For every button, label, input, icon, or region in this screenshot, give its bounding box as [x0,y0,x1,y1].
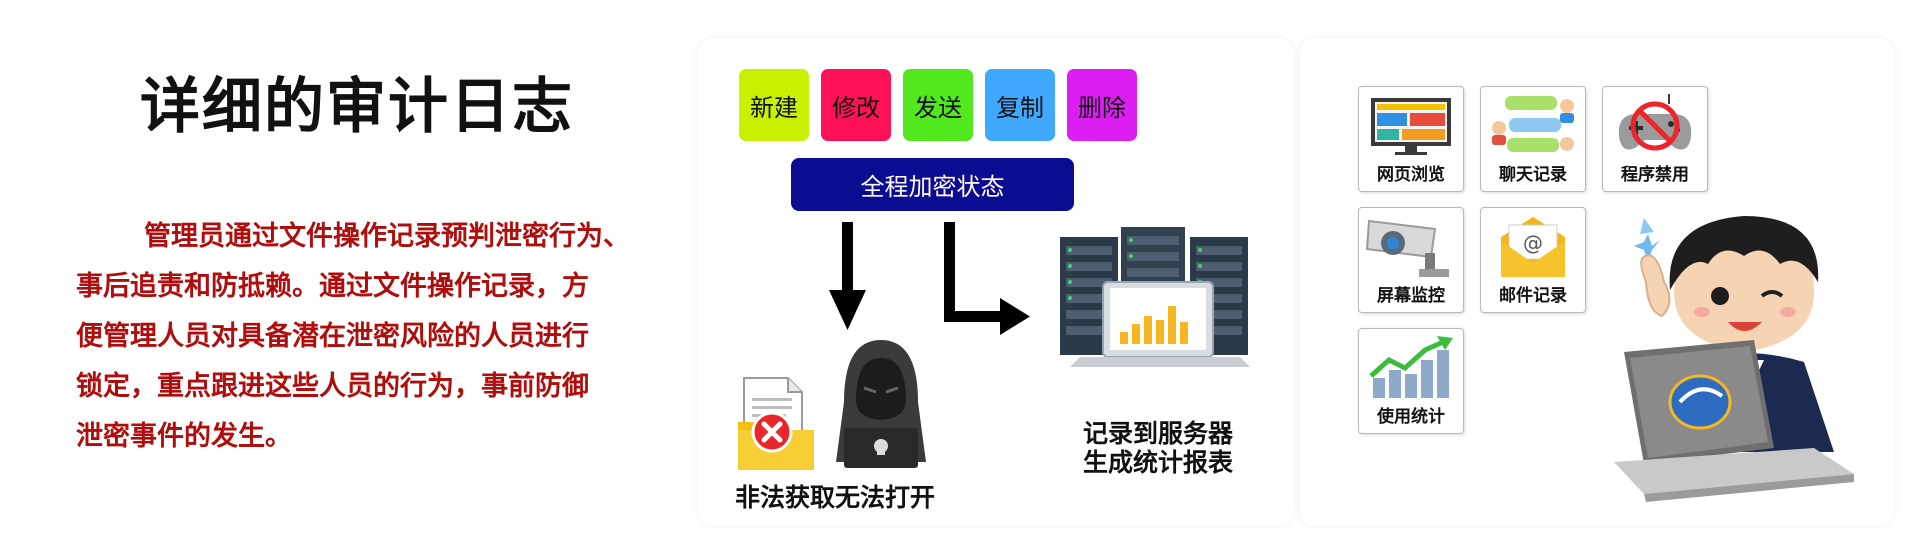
description-line: 泄密事件的发生。 [76,421,292,452]
report-chart-bars [1120,306,1188,344]
feature-label: 使用统计 [1377,407,1445,427]
browser-icon [1371,98,1451,155]
op-copy-tag: 复制 [985,69,1055,141]
feature-screen-monitor: 屏幕监控 [1358,207,1464,313]
server-cluster-icon [1060,227,1250,367]
feature-program-disable: 程序禁用 [1602,86,1708,192]
feature-label: 程序禁用 [1621,165,1689,185]
admin-person-illustration [1614,216,1854,502]
feature-chat-records: 聊天记录 [1480,86,1586,192]
gamepad-forbidden-icon [1618,94,1692,151]
op-delete-tag: 删除 [1067,69,1137,141]
description-line: 管理员通过文件操作记录预判泄密行为、 [144,221,630,252]
feature-label: 网页浏览 [1377,165,1445,185]
description-line: 锁定，重点跟进这些人员的行为，事前防御 [76,371,589,402]
op-send-tag: 发送 [903,69,973,141]
feature-label: 屏幕监控 [1377,286,1445,306]
description-line: 便管理人员对具备潜在泄密风险的人员进行 [76,321,589,352]
feature-web-browsing: 网页浏览 [1358,86,1464,192]
encryption-status-bar: 全程加密状态 [791,158,1074,211]
description-line: 事后追责和防抵赖。通过文件操作记录，方 [76,271,589,302]
growth-chart-icon [1369,336,1453,398]
op-new-tag: 新建 [739,69,809,141]
chat-icon [1492,96,1574,152]
feature-label: 聊天记录 [1499,165,1567,185]
down-arrow-icon [829,222,866,330]
right-arrow-icon [944,222,1030,335]
op-modify-tag: 修改 [821,69,891,141]
mail-icon: @ [1501,217,1565,277]
feature-mail-records: @ 邮件记录 [1480,207,1586,313]
page-title: 详细的审计日志 [140,72,574,142]
server-caption-line1: 记录到服务器 [1083,419,1234,448]
server-caption-line2: 生成统计报表 [1083,448,1234,477]
sparkle-icon [1640,218,1654,234]
illegal-access-caption: 非法获取无法打开 [735,483,936,512]
hacker-icon [836,340,926,468]
cctv-camera-icon [1365,219,1449,277]
svg-text:@: @ [1523,231,1543,255]
blocked-document-icon [738,377,814,470]
feature-label: 邮件记录 [1499,286,1567,306]
feature-usage-stats: 使用统计 [1358,328,1464,434]
description: 管理员通过文件操作记录预判泄密行为、 事后追责和防抵赖。通过文件操作记录，方 便… [76,212,676,462]
